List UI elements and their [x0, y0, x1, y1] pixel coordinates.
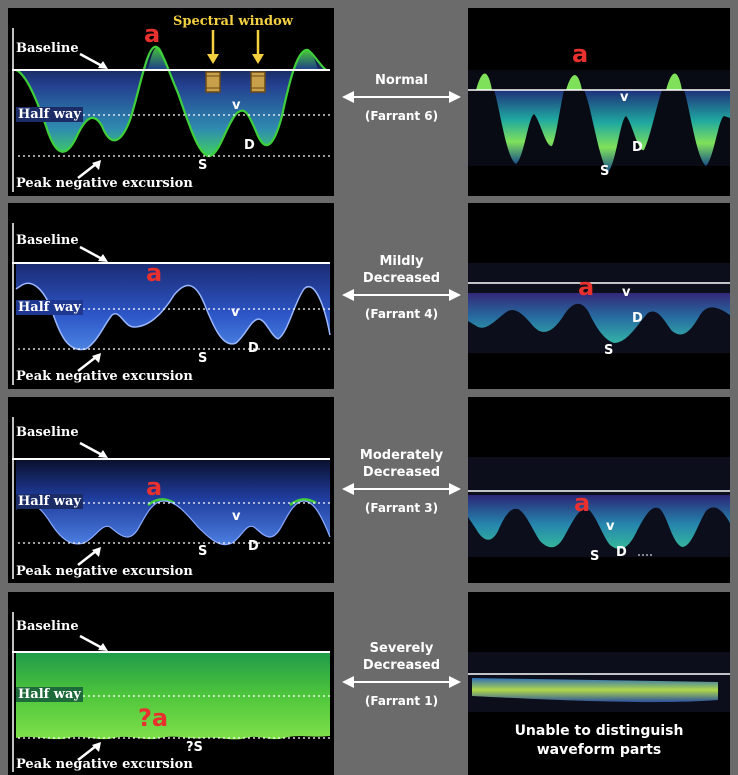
a-wave-label: a — [144, 20, 161, 48]
grade-block-moderately: Moderately Decreased (Farrant 3) — [338, 447, 465, 516]
doppler-panel-severely: Unable to distinguish waveform parts — [468, 592, 730, 775]
doppler-trace-severely — [468, 652, 730, 712]
schematic-panel-normal: Spectral window Baseline Half way Peak n… — [8, 8, 334, 196]
v-wave-label: v — [606, 519, 615, 534]
v-wave-label: v — [232, 98, 241, 113]
grade-block-mildly: Mildly Decreased (Farrant 4) — [338, 253, 465, 322]
s-wave-label: S — [604, 343, 614, 358]
d-wave-label: D — [244, 138, 255, 153]
d-wave-label: D — [632, 140, 643, 155]
schematic-waveform-normal — [12, 28, 330, 192]
a-wave-label: a — [578, 273, 595, 301]
double-arrow-icon — [342, 483, 461, 495]
doppler-panel-mildly: a v S D — [468, 203, 730, 389]
doppler-trace-moderately — [468, 457, 730, 557]
doppler-panel-normal: a v S D — [468, 8, 730, 196]
baseline-label: Baseline — [16, 233, 79, 248]
peak-negative-label: Peak negative excursion — [16, 564, 193, 579]
peak-negative-label: Peak negative excursion — [16, 176, 193, 191]
s-wave-label: S — [198, 544, 208, 559]
double-arrow-icon — [342, 676, 461, 688]
sample-gate-icon — [250, 71, 266, 93]
baseline-label: Baseline — [16, 425, 79, 440]
baseline-label: Baseline — [16, 41, 79, 56]
a-wave-uncertain-label: ?a — [138, 704, 169, 732]
v-wave-label: v — [622, 285, 631, 300]
double-arrow-icon — [342, 289, 461, 301]
doppler-trace-normal — [468, 70, 730, 172]
half-way-label: Half way — [16, 300, 83, 315]
s-wave-label: S — [600, 164, 610, 179]
schematic-waveform-mildly — [12, 223, 331, 385]
d-wave-label: D — [248, 341, 259, 356]
baseline-label: Baseline — [16, 619, 79, 634]
a-wave-label: a — [146, 473, 163, 501]
a-wave-label: a — [572, 40, 589, 68]
schematic-panel-moderately: Baseline Half way Peak negative excursio… — [8, 397, 334, 583]
a-wave-label: a — [146, 259, 163, 287]
v-wave-label: v — [620, 90, 629, 105]
double-arrow-icon — [342, 91, 461, 103]
v-wave-label: v — [232, 509, 241, 524]
s-wave-label: S — [590, 549, 600, 564]
peak-negative-label: Peak negative excursion — [16, 369, 193, 384]
schematic-panel-severely: Baseline Half way Peak negative excursio… — [8, 592, 334, 775]
d-wave-label: D — [632, 311, 643, 326]
doppler-panel-moderately: a v S D — [468, 397, 730, 583]
s-wave-uncertain-label: ?S — [186, 740, 203, 755]
schematic-panel-mildly: Baseline Half way Peak negative excursio… — [8, 203, 334, 389]
doppler-trace-mildly — [468, 263, 730, 353]
a-wave-label: a — [574, 489, 591, 517]
s-wave-label: S — [198, 351, 208, 366]
half-way-label: Half way — [16, 107, 83, 122]
sample-gate-icon — [205, 71, 221, 93]
grade-block-severely: Severely Decreased (Farrant 1) — [338, 640, 465, 709]
s-wave-label: S — [198, 158, 208, 173]
unable-to-distinguish-text: Unable to distinguish waveform parts — [514, 723, 684, 758]
spectral-window-label: Spectral window — [173, 14, 293, 29]
half-way-label: Half way — [16, 687, 83, 702]
d-wave-label: D — [616, 545, 627, 560]
grade-column: Normal (Farrant 6) Mildly Decreased (Far… — [338, 0, 465, 775]
d-wave-label: D — [248, 539, 259, 554]
peak-negative-label: Peak negative excursion — [16, 757, 193, 772]
grade-block-normal: Normal (Farrant 6) — [338, 72, 465, 124]
half-way-label: Half way — [16, 494, 83, 509]
v-wave-label: v — [231, 305, 240, 320]
